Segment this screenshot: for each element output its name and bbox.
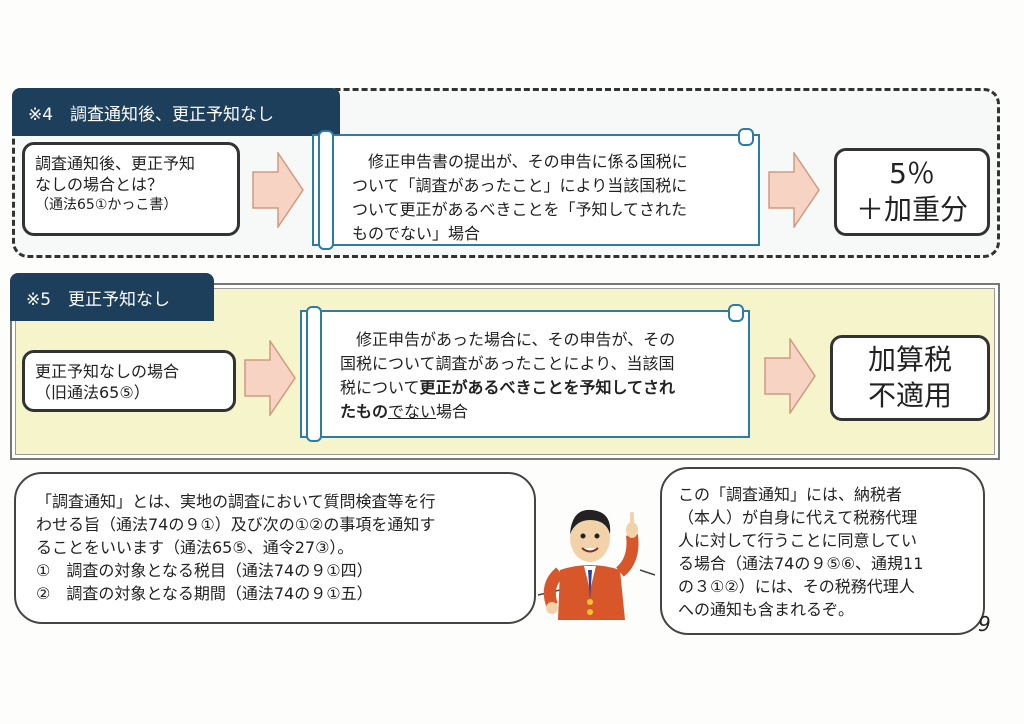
text-line: ついて更正があるべきことを「予知してされた [352, 200, 688, 219]
result-line: 加算税 [867, 343, 952, 376]
arrow-right-icon [764, 338, 816, 414]
text-line: 更正予知なしの場合 [35, 362, 180, 381]
text-line: ものでない」場合 [352, 224, 481, 243]
text-line: ② 調査の対象となる期間（通法74の９①五） [36, 584, 373, 603]
underlined-text: でない [388, 402, 437, 421]
text-span: 税について [340, 378, 420, 397]
text-line: この「調査通知」には、納税者 [678, 485, 903, 504]
text-line: への通知も含まれるぞ。 [678, 600, 855, 619]
text-line: ついて「調査があったこと」により当該国税に [352, 176, 688, 195]
section-5-question-box: 更正予知なしの場合 （旧通法65⑤） [22, 350, 236, 412]
section-5-definition-scroll: 修正申告があった場合に、その申告が、その 国税について調査があったことにより、当… [300, 304, 750, 442]
section-4-header: ※4 調査通知後、更正予知なし [12, 88, 340, 136]
text-line: 修正申告があった場合に、その申告が、その [340, 330, 676, 349]
arrow-right-icon [252, 152, 304, 228]
text-line: （通法65①かっこ書） [35, 197, 178, 213]
result-line: ＋加重分 [855, 193, 968, 226]
text-line: ることをいいます（通法65⑤、通令27③）。 [36, 538, 354, 557]
section-5-result-box: 加算税 不適用 [830, 335, 990, 421]
text-line: 国税について調査があったことにより、当該国 [340, 354, 675, 373]
text-span: 場合 [436, 402, 469, 421]
text-line: る場合（通法74の９⑤⑥、通規11 [678, 554, 924, 573]
section-4-question-box: 調査通知後、更正予知 なしの場合とは？ （通法65①かっこ書） [22, 142, 240, 236]
text-line: 「調査通知」とは、実地の調査において質問検査等を行 [36, 492, 436, 511]
text-line: なしの場合とは？ [35, 175, 164, 194]
speech-bubble-left: 「調査通知」とは、実地の調査において質問検査等を行 わせる旨（通法74の９①）及… [14, 472, 536, 624]
text-line: の３①②）には、その税務代理人 [678, 577, 915, 596]
text-line: 人に対して行うことに同意してい [678, 531, 918, 550]
section-5-header: ※5 更正予知なし [10, 273, 214, 321]
result-line: 5％ [889, 157, 935, 190]
bold-text: 更正があるべきことを予知してされ [419, 378, 676, 397]
speech-bubble-right: この「調査通知」には、納税者 （本人）が自身に代えて税務代理 人に対して行うこと… [660, 467, 985, 635]
result-line: 不適用 [867, 379, 952, 412]
section-4-result-box: 5％ ＋加重分 [834, 148, 990, 236]
text-line: 税について更正があるべきことを予知してされ [340, 376, 732, 400]
text-line: 調査通知後、更正予知 [35, 154, 196, 173]
page-number: 9 [978, 612, 991, 636]
text-line: たものでない場合 [340, 400, 732, 424]
presenter-character-illustration [537, 509, 656, 620]
text-line: （本人）が自身に代えて税務代理 [678, 508, 918, 527]
arrow-right-icon [244, 340, 296, 416]
bold-text: たもの [340, 402, 389, 421]
arrow-right-icon [768, 152, 820, 228]
text-line: （旧通法65⑤） [35, 383, 150, 402]
text-line: 修正申告書の提出が、その申告に係る国税に [352, 152, 688, 171]
text-line: ① 調査の対象となる税目（通法74の９①四） [36, 561, 373, 580]
text-line: わせる旨（通法74の９①）及び次の①②の事項を通知す [36, 515, 436, 534]
section-4-definition-scroll: 修正申告書の提出が、その申告に係る国税に ついて「調査があったこと」により当該国… [312, 128, 760, 250]
